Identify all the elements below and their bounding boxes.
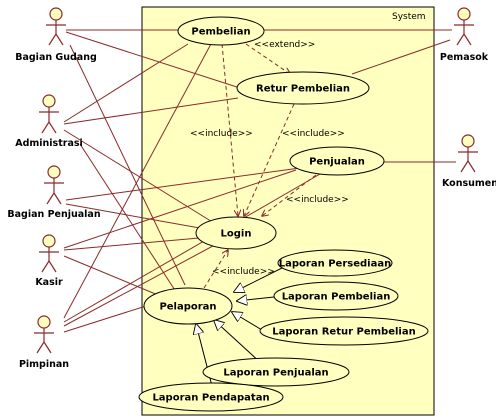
- assoc-kasir-pelaporan: [63, 255, 171, 301]
- stick-figure-icon: [39, 234, 59, 273]
- assoc-admin-pembelian: [63, 43, 189, 123]
- use-case-label: Laporan Retur Pembelian: [272, 327, 415, 338]
- stick-figure-icon: [44, 165, 64, 205]
- assoc-pimpinan-login: [63, 239, 225, 327]
- use-cases: Pembelian Retur Pembelian Penjualan Logi…: [138, 16, 429, 412]
- assoc-kasir-login: [63, 235, 223, 251]
- actor-kasir[interactable]: Kasir: [35, 234, 63, 288]
- actor-label: Bagian Penjualan: [7, 209, 100, 220]
- use-case-penjualan[interactable]: Penjualan: [289, 146, 385, 176]
- include-penjualan-login: [262, 174, 317, 216]
- gen-pembelian: [237, 297, 275, 301]
- actor-label: Bagian Gudang: [15, 52, 97, 63]
- assoc-kasir-penjualan: [63, 169, 297, 249]
- actors: Bagian Gudang Administrasi Bagian Penjua: [7, 7, 496, 370]
- actor-bagian-penjualan[interactable]: Bagian Penjualan: [7, 165, 101, 220]
- assoc-penjualan-penjualan: [65, 167, 301, 201]
- gen-penjualan: [214, 320, 263, 365]
- include-label-pelaporan: <<include>>: [212, 267, 275, 277]
- use-case-laporan-retur-pembelian[interactable]: Laporan Retur Pembelian: [259, 316, 429, 346]
- assoc-admin-retur: [63, 97, 239, 125]
- assoc-pimpinan-pelaporan: [63, 305, 147, 333]
- assoc-pimpinan-pembelian: [63, 41, 213, 319]
- include-label-retur: <<include>>: [282, 129, 345, 139]
- relation-labels: <<extend>> <<include>> <<include>> <<inc…: [190, 40, 349, 277]
- actor-label: Kasir: [35, 277, 63, 288]
- use-case-login[interactable]: Login: [195, 216, 277, 250]
- dependencies: [203, 43, 317, 289]
- assoc-penjualan-login: [65, 203, 223, 233]
- use-case-laporan-pembelian[interactable]: Laporan Pembelian: [273, 281, 399, 311]
- actor-label: Konsumen: [442, 178, 496, 189]
- assoc-gudang-retur: [65, 31, 241, 89]
- use-case-label: Retur Pembelian: [256, 84, 350, 95]
- actor-label: Pemasok: [440, 52, 489, 63]
- actor-konsumen[interactable]: Konsumen: [442, 134, 496, 189]
- actor-bagian-gudang[interactable]: Bagian Gudang: [15, 7, 97, 63]
- system-label: System: [392, 12, 426, 22]
- associations: [63, 29, 456, 333]
- include-label-pembelian: <<include>>: [190, 129, 253, 139]
- actor-label: Administrasi: [15, 138, 83, 149]
- actor-administrasi[interactable]: Administrasi: [15, 94, 83, 149]
- stick-figure-icon: [34, 315, 54, 354]
- use-case-label: Laporan Pendapatan: [152, 393, 269, 404]
- use-case-label: Laporan Penjualan: [223, 368, 328, 379]
- gen-persediaan: [234, 263, 291, 292]
- include-label-penjualan: <<include>>: [286, 195, 349, 205]
- assoc-admin-login: [63, 129, 223, 229]
- assoc-pemasok-retur: [351, 39, 451, 75]
- stick-figure-icon: [454, 7, 474, 46]
- use-case-laporan-persediaan[interactable]: Laporan Persediaan: [277, 249, 393, 277]
- include-pembelian-login: [221, 43, 238, 216]
- use-case-retur-pembelian[interactable]: Retur Pembelian: [236, 71, 370, 105]
- use-case-label: Laporan Pembelian: [282, 292, 391, 303]
- assoc-gudang-pelaporan: [69, 44, 186, 286]
- extend-retur-pembelian: [245, 43, 290, 74]
- use-case-label: Laporan Persediaan: [279, 259, 391, 270]
- actor-pemasok[interactable]: Pemasok: [440, 7, 489, 63]
- use-case-pelaporan[interactable]: Pelaporan: [143, 287, 233, 325]
- use-case-label: Penjualan: [309, 157, 365, 168]
- stick-figure-icon: [46, 7, 66, 46]
- actor-label: Pimpinan: [19, 359, 69, 370]
- assoc-pimpinan-penjualan: [63, 173, 321, 323]
- actor-pimpinan[interactable]: Pimpinan: [19, 315, 69, 370]
- use-case-label: Pembelian: [191, 27, 250, 38]
- system-boundary: System: [141, 6, 435, 416]
- extend-label: <<extend>>: [254, 40, 315, 50]
- use-case-laporan-penjualan[interactable]: Laporan Penjualan: [202, 357, 350, 387]
- use-case-label: Pelaporan: [159, 302, 216, 313]
- stick-figure-icon: [458, 134, 478, 173]
- use-case-pembelian[interactable]: Pembelian: [177, 16, 265, 46]
- use-case-laporan-pendapatan[interactable]: Laporan Pendapatan: [138, 382, 284, 412]
- include-pelaporan-login: [203, 250, 228, 289]
- stick-figure-icon: [39, 94, 59, 134]
- use-case-label: Login: [221, 229, 252, 240]
- gen-retur: [232, 312, 263, 331]
